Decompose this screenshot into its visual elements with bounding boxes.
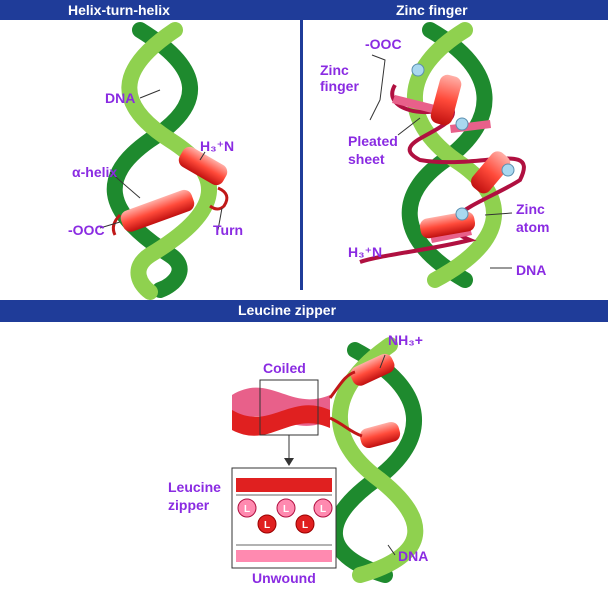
zinc-label-pleated-sheet: Pleated sheet <box>348 133 398 167</box>
hth-label-n-term: H₃⁺N <box>200 138 235 154</box>
hth-alpha-helix-cylinder <box>120 189 195 232</box>
hth-label-c-term: -OOC <box>68 222 105 238</box>
hth-turn-loop <box>209 186 229 211</box>
zipper-bar-bottom <box>236 550 332 562</box>
coiled-callout <box>259 379 319 466</box>
header-band-bottom: Leucine zipper <box>0 300 608 320</box>
leucine-label-leucine-zipper: Leucine zipper <box>168 479 221 513</box>
zinc-leader-lines <box>369 54 513 269</box>
zinc-atom-2 <box>455 117 469 131</box>
zinc-beta-sheet-1 <box>392 95 435 113</box>
hth-label-dna: DNA <box>105 90 136 106</box>
hth-leader-lines <box>99 89 223 231</box>
leucine-helix-lower <box>359 421 401 449</box>
zipper-bar-top <box>236 478 332 492</box>
unwound-zipper-box <box>231 467 337 569</box>
leucine-dna-helix <box>327 337 424 583</box>
title-helix-turn-helix: Helix-turn-helix <box>68 2 170 18</box>
leucine-label-coiled: Coiled <box>263 360 306 376</box>
zinc-atom-4 <box>455 207 469 221</box>
leucine-residue-2: L <box>264 520 270 531</box>
zinc-helix-2 <box>471 151 511 194</box>
leucine-label-nh3: NH₃+ <box>388 332 423 348</box>
title-leucine-zipper: Leucine zipper <box>238 302 337 318</box>
coiled-coil-strand-red <box>232 405 330 436</box>
zinc-atom-3 <box>501 163 515 177</box>
title-zinc-finger: Zinc finger <box>396 2 468 18</box>
leucine-residue-1: L <box>244 504 250 515</box>
leucine-residue-3: L <box>283 504 289 515</box>
leucine-helix-upper <box>350 353 395 386</box>
zinc-atom-1 <box>411 63 425 77</box>
hth-label-turn: Turn <box>213 222 244 238</box>
hth-protein <box>111 146 229 236</box>
leucine-residue-5: L <box>320 504 326 515</box>
zinc-label-zinc-finger: Zinc finger <box>320 62 359 94</box>
leucine-label-unwound: Unwound <box>252 570 316 586</box>
zinc-protein <box>359 63 526 264</box>
leucine-label-dna: DNA <box>398 548 429 564</box>
leucine-leader-lines <box>379 354 396 556</box>
vertical-divider <box>300 0 303 290</box>
zinc-helix-1 <box>430 74 462 126</box>
zinc-label-zinc-atom: Zinc atom <box>516 201 550 235</box>
leucine-residue-4: L <box>302 520 308 531</box>
header-band-top: Helix-turn-helix Zinc finger <box>0 0 608 20</box>
zinc-label-dna: DNA <box>516 262 547 278</box>
zinc-label-c-term: -OOC <box>365 36 402 52</box>
leucine-protein <box>232 353 401 449</box>
zinc-label-n-term: H₃⁺N <box>348 244 383 260</box>
horizontal-divider-mid <box>0 320 608 322</box>
hth-recognition-helix-cylinder <box>178 146 228 186</box>
hth-label-alpha-helix: α-helix <box>72 164 118 180</box>
